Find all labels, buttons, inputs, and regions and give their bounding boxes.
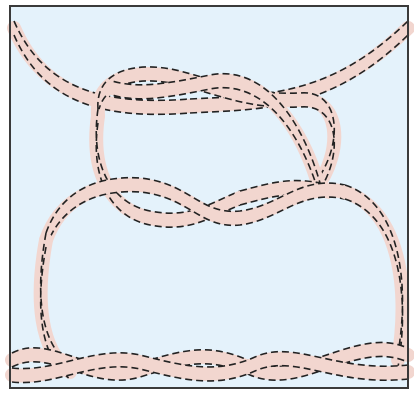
knot-diagram-canvas (0, 0, 414, 395)
knot-diagram (0, 0, 414, 395)
